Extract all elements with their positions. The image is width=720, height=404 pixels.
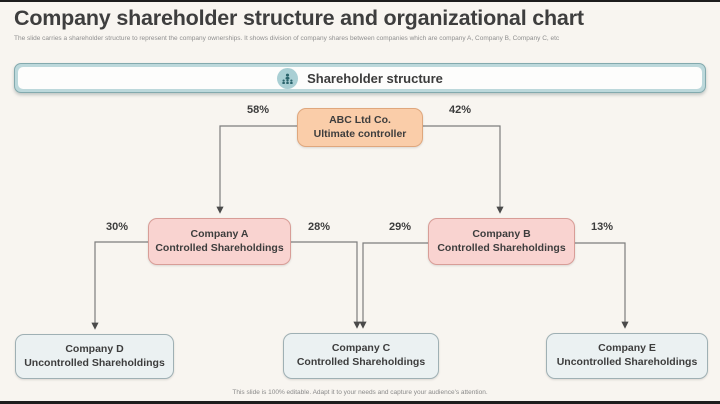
banner-inner-panel: Shareholder structure bbox=[18, 67, 702, 89]
node-title: Company A bbox=[190, 227, 249, 240]
page-title: Company shareholder structure and organi… bbox=[14, 6, 584, 30]
slide-top-edge bbox=[0, 0, 720, 2]
slide-subtitle: The slide carries a shareholder structur… bbox=[14, 35, 560, 42]
slide-bottom-edge bbox=[0, 401, 720, 404]
people-group-icon bbox=[277, 67, 299, 89]
node-subtitle: Uncontrolled Shareholdings bbox=[556, 356, 698, 368]
node-title: Company B bbox=[472, 227, 531, 240]
node-subtitle: Controlled Shareholdings bbox=[437, 241, 566, 254]
ownership-label-abc-a: 58% bbox=[246, 104, 270, 116]
node-company-a: Company A Controlled Shareholdings bbox=[148, 218, 291, 265]
shareholder-structure-banner: Shareholder structure bbox=[14, 63, 706, 93]
node-abc-ltd-co: ABC Ltd Co. Ultimate controller bbox=[297, 108, 423, 147]
node-company-b: Company B Controlled Shareholdings bbox=[428, 218, 575, 265]
node-subtitle: Ultimate controller bbox=[313, 127, 407, 140]
node-company-e: Company E Uncontrolled Shareholdings bbox=[546, 333, 708, 379]
node-title: Company D bbox=[65, 342, 124, 355]
ownership-label-b-c: 29% bbox=[388, 221, 412, 233]
node-company-d: Company D Uncontrolled Shareholdings bbox=[15, 334, 174, 379]
banner-label: Shareholder structure bbox=[307, 70, 443, 86]
node-title: Company C bbox=[331, 342, 391, 355]
node-subtitle: Controlled Shareholdings bbox=[155, 241, 284, 254]
node-subtitle: Uncontrolled Shareholdings bbox=[24, 356, 165, 369]
ownership-label-b-e: 13% bbox=[590, 221, 614, 233]
node-title: ABC Ltd Co. bbox=[329, 113, 391, 126]
node-title: Company E bbox=[598, 342, 656, 355]
ownership-label-a-d: 30% bbox=[105, 221, 129, 233]
node-company-c: Company C Controlled Shareholdings bbox=[283, 333, 439, 379]
ownership-label-a-c: 28% bbox=[307, 221, 331, 233]
ownership-label-abc-b: 42% bbox=[448, 104, 472, 116]
slide-footer-note: This slide is 100% editable. Adapt it to… bbox=[232, 389, 488, 396]
node-subtitle: Controlled Shareholdings bbox=[296, 356, 426, 368]
